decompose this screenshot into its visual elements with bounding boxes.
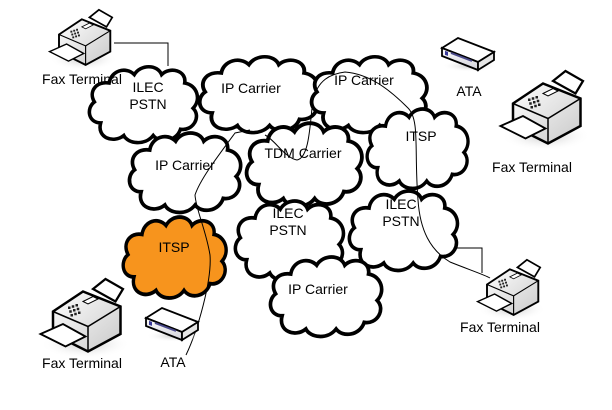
device-label: Fax Terminal: [42, 71, 122, 87]
cloud-label: ITSP: [405, 128, 436, 144]
ata-icon: [145, 307, 203, 343]
cloud-ip-carrier-mid: IP Carrier: [127, 131, 243, 215]
cloud-ip-carrier-top: IP Carrier: [197, 54, 321, 135]
cloud-label: IP Carrier: [334, 72, 394, 88]
device-ata-top-right: ATA: [441, 37, 499, 99]
device-label: ATA: [456, 83, 482, 99]
cloud-ip-carrier-bottom: IP Carrier: [268, 255, 384, 339]
fax-icon: [476, 258, 547, 322]
cloud-label: PSTN: [129, 96, 166, 112]
ata-icon: [441, 37, 499, 73]
cloud-label: ILEC: [385, 196, 416, 212]
fax-icon: [48, 8, 119, 72]
device-fax-right: Fax Terminal: [492, 69, 592, 175]
cloud-label: ILEC: [132, 79, 163, 95]
cloud-label: TDM Carrier: [265, 145, 342, 161]
device-label: Fax Terminal: [460, 319, 540, 335]
cloud-shape: [244, 121, 364, 209]
device-label: Fax Terminal: [42, 355, 122, 371]
cloud-label: PSTN: [269, 222, 306, 238]
cloud-label: IP Carrier: [221, 80, 281, 96]
cloud-label: PSTN: [382, 213, 419, 229]
cloud-tdm-carrier: TDM Carrier: [244, 121, 364, 209]
cloud-label: ILEC: [272, 205, 303, 221]
cloud-itsp-right: ITSP: [365, 107, 470, 191]
device-label: Fax Terminal: [492, 159, 572, 175]
device-fax-top-left: Fax Terminal: [42, 8, 122, 87]
device-label: ATA: [160, 354, 186, 370]
device-fax-bottom-right: Fax Terminal: [460, 258, 547, 335]
wire-fax-top-left-to-ilec: [114, 42, 169, 66]
cloud-label: IP Carrier: [155, 157, 215, 173]
cloud-label: ITSP: [158, 239, 189, 255]
device-ata-bottom-left: ATA: [145, 307, 203, 370]
fax-icon: [39, 277, 132, 361]
device-fax-bottom-left: Fax Terminal: [39, 277, 132, 371]
route-curve-middle: [264, 71, 491, 279]
fax-icon: [499, 69, 592, 153]
cloud-shape: [121, 215, 229, 300]
route-path: [185, 71, 491, 356]
cloud-itsp-left: ITSP: [121, 215, 229, 300]
route-curve-left: [185, 129, 251, 356]
cloud-label: IP Carrier: [288, 281, 348, 297]
